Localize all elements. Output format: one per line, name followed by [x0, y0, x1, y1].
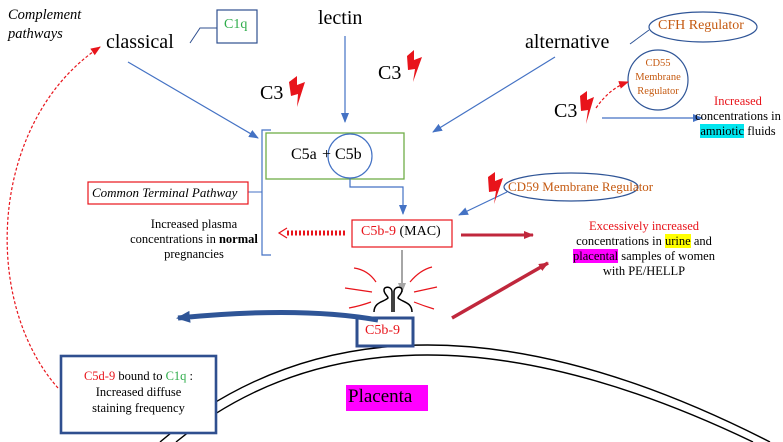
- c5d9-text: C5d-9 bound to C1q : Increased diffuse s…: [61, 368, 216, 416]
- c3-classical-label: C3: [260, 82, 284, 104]
- c5d9-box-frame: [59, 354, 218, 435]
- mac-box-frame: [351, 219, 453, 248]
- pore-c5b9-frame: [355, 316, 415, 348]
- cd55-label: CD55 Membrane Regulator: [628, 57, 688, 99]
- diagram-title: Complement pathways: [8, 7, 82, 42]
- amniotic-text: Increased concentrations in amniotic flu…: [690, 94, 783, 139]
- placenta-membrane-inner: [175, 354, 754, 442]
- c5b9-to-c5d9-arrow: [176, 309, 379, 323]
- c1q-connector: [189, 27, 217, 44]
- urine-line2: concentrations in urine and: [576, 234, 712, 248]
- cfh-regulator-oval: [648, 11, 758, 43]
- cfh-regulator-label: CFH Regulator: [658, 18, 744, 33]
- mac-c5b9-text: C5b-9: [361, 224, 396, 239]
- alternative-label: alternative: [525, 31, 610, 53]
- placenta-label-bg: [346, 385, 428, 411]
- c5-plus-label: +: [322, 146, 332, 163]
- urine-line4: with PE/HELLP: [602, 264, 686, 278]
- c1q-box-frame: [216, 9, 258, 44]
- plasma-text: Increased plasma concentrations in norma…: [113, 217, 275, 262]
- plasma-line2: concentrations in normal: [130, 232, 258, 246]
- urine-text: Excessively increased concentrations in …: [544, 219, 744, 279]
- c1q-label: C1q: [224, 17, 248, 32]
- lightning-icon: [580, 91, 594, 124]
- alternative-arrow: [432, 56, 556, 133]
- c5d9-line2: Increased diffuse: [95, 385, 182, 399]
- c3-to-cd55-arrow: [595, 81, 629, 109]
- lightning-icons: [289, 50, 594, 204]
- urine-line3: placental samples of women: [573, 249, 715, 263]
- amniotic-line1: Increased: [714, 94, 762, 108]
- pore-c5b9-label: C5b-9: [365, 323, 400, 338]
- cd59-regulator-label: CD59 Membrane Regulator: [508, 179, 654, 194]
- urine-line1: Excessively increased: [588, 219, 700, 233]
- common-terminal-pathway-label: Common Terminal Pathway: [92, 185, 238, 200]
- classical-label: classical: [106, 31, 174, 53]
- ctp-box-frame: [87, 181, 249, 205]
- placenta-label: Placenta: [348, 386, 413, 407]
- c5b-label: C5b: [335, 146, 362, 163]
- cd55-line1: CD55: [645, 58, 671, 69]
- cd55-line2: Membrane: [635, 72, 681, 83]
- mac-to-plasma-arrowhead: [277, 227, 288, 239]
- lightning-icon: [289, 76, 305, 107]
- c5d9-line1: C5d-9 bound to C1q :: [83, 369, 194, 383]
- cd55-line3: Regulator: [637, 86, 679, 97]
- pore-signal-lines: [344, 266, 438, 310]
- c5d9-line3: staining frequency: [92, 401, 185, 415]
- mac-text: (MAC): [399, 224, 441, 239]
- amniotic-line3: amniotic fluids: [700, 124, 776, 138]
- lightning-icon: [407, 50, 422, 82]
- c5b-to-mac-arrow: [349, 178, 407, 215]
- pore-to-urine-arrow: [451, 261, 549, 320]
- classical-arrow: [127, 61, 259, 139]
- cd55-circle: [627, 49, 689, 111]
- placenta-membrane: [159, 344, 771, 442]
- amniotic-line2: concentrations in: [695, 109, 781, 123]
- plasma-line3: pregnancies: [164, 247, 224, 261]
- cfh-connector: [629, 29, 650, 45]
- c5a-label: C5a: [291, 146, 317, 163]
- mac-pore-icon: [373, 286, 413, 313]
- c3-alternative-label: C3: [554, 100, 578, 122]
- lightning-icon: [488, 172, 503, 204]
- plasma-line1: Increased plasma: [150, 217, 238, 231]
- mac-label: C5b-9 (MAC): [361, 224, 441, 240]
- cd59-arrow: [458, 191, 508, 216]
- lectin-label: lectin: [318, 7, 363, 29]
- cd59-oval: [503, 172, 639, 202]
- c3-lectin-label: C3: [378, 62, 402, 84]
- c5d9-to-classical-arrow: [6, 46, 101, 389]
